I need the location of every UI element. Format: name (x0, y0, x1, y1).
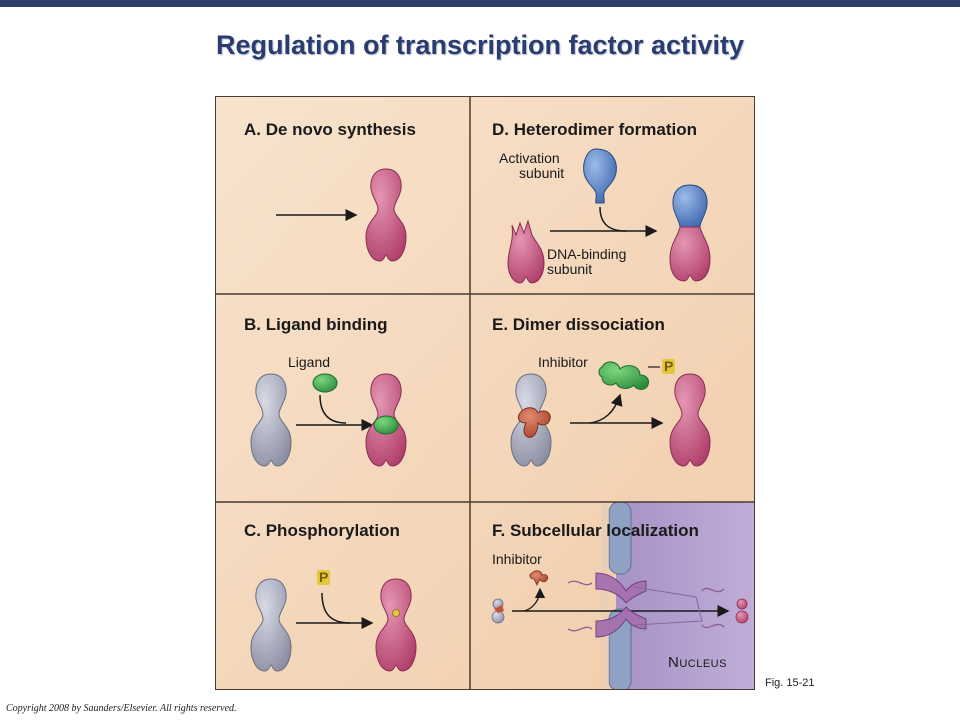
inhibitor-label-f: Inhibitor (492, 551, 542, 567)
phosphate-label-c: P (317, 569, 331, 585)
top-accent-bar (0, 0, 960, 7)
nuclear-factor-icon (735, 598, 749, 624)
inhibitor-small-icon (529, 570, 549, 586)
activation-label-line1: Activation (499, 150, 560, 166)
panel-c-art (250, 578, 417, 672)
panel-c-title: C. Phosphorylation (244, 521, 400, 540)
figure-number: Fig. 15-21 (765, 677, 815, 689)
panel-a-art (276, 168, 407, 262)
slide-title: Regulation of transcription factor activ… (215, 30, 745, 60)
activation-subunit-icon (583, 148, 617, 204)
phosphate-label-e: P (662, 358, 676, 374)
released-inhibitor-icon (598, 361, 649, 390)
bound-inhibitor-icon (517, 407, 551, 438)
panel-d-title: D. Heterodimer formation (492, 120, 697, 139)
activation-label-line2: subunit (519, 165, 565, 181)
dna-binding-label-line2: subunit (547, 261, 593, 277)
heterodimer-icon (669, 184, 711, 282)
ligand-icon (312, 373, 338, 393)
panel-f-title: F. Subcellular localization (492, 521, 699, 540)
panel-b-art (250, 373, 407, 467)
nuclear-pore-icon (567, 572, 725, 638)
figure-artwork (216, 97, 754, 689)
panel-d-art (507, 148, 711, 284)
dna-binding-label-line1: DNA-binding (547, 246, 627, 262)
panel-e-art (510, 361, 711, 467)
nucleus-label: Nucleus (668, 654, 727, 671)
panel-f-art (491, 570, 749, 638)
figure-frame: A. De novo synthesis D. Heterodimer form… (215, 96, 755, 690)
dna-binding-subunit-icon (507, 219, 545, 284)
bound-ligand-icon (373, 415, 399, 435)
inhibitor-label-e: Inhibitor (538, 354, 588, 370)
inhibited-factor-icon (491, 598, 505, 624)
phosphate-dot-icon (392, 609, 400, 617)
panel-a-title: A. De novo synthesis (244, 120, 416, 139)
panel-e-title: E. Dimer dissociation (492, 315, 665, 334)
ligand-label: Ligand (288, 354, 331, 370)
panel-b-title: B. Ligand binding (244, 315, 388, 334)
copyright-notice: Copyright 2008 by Saunders/Elsevier. All… (6, 703, 237, 714)
